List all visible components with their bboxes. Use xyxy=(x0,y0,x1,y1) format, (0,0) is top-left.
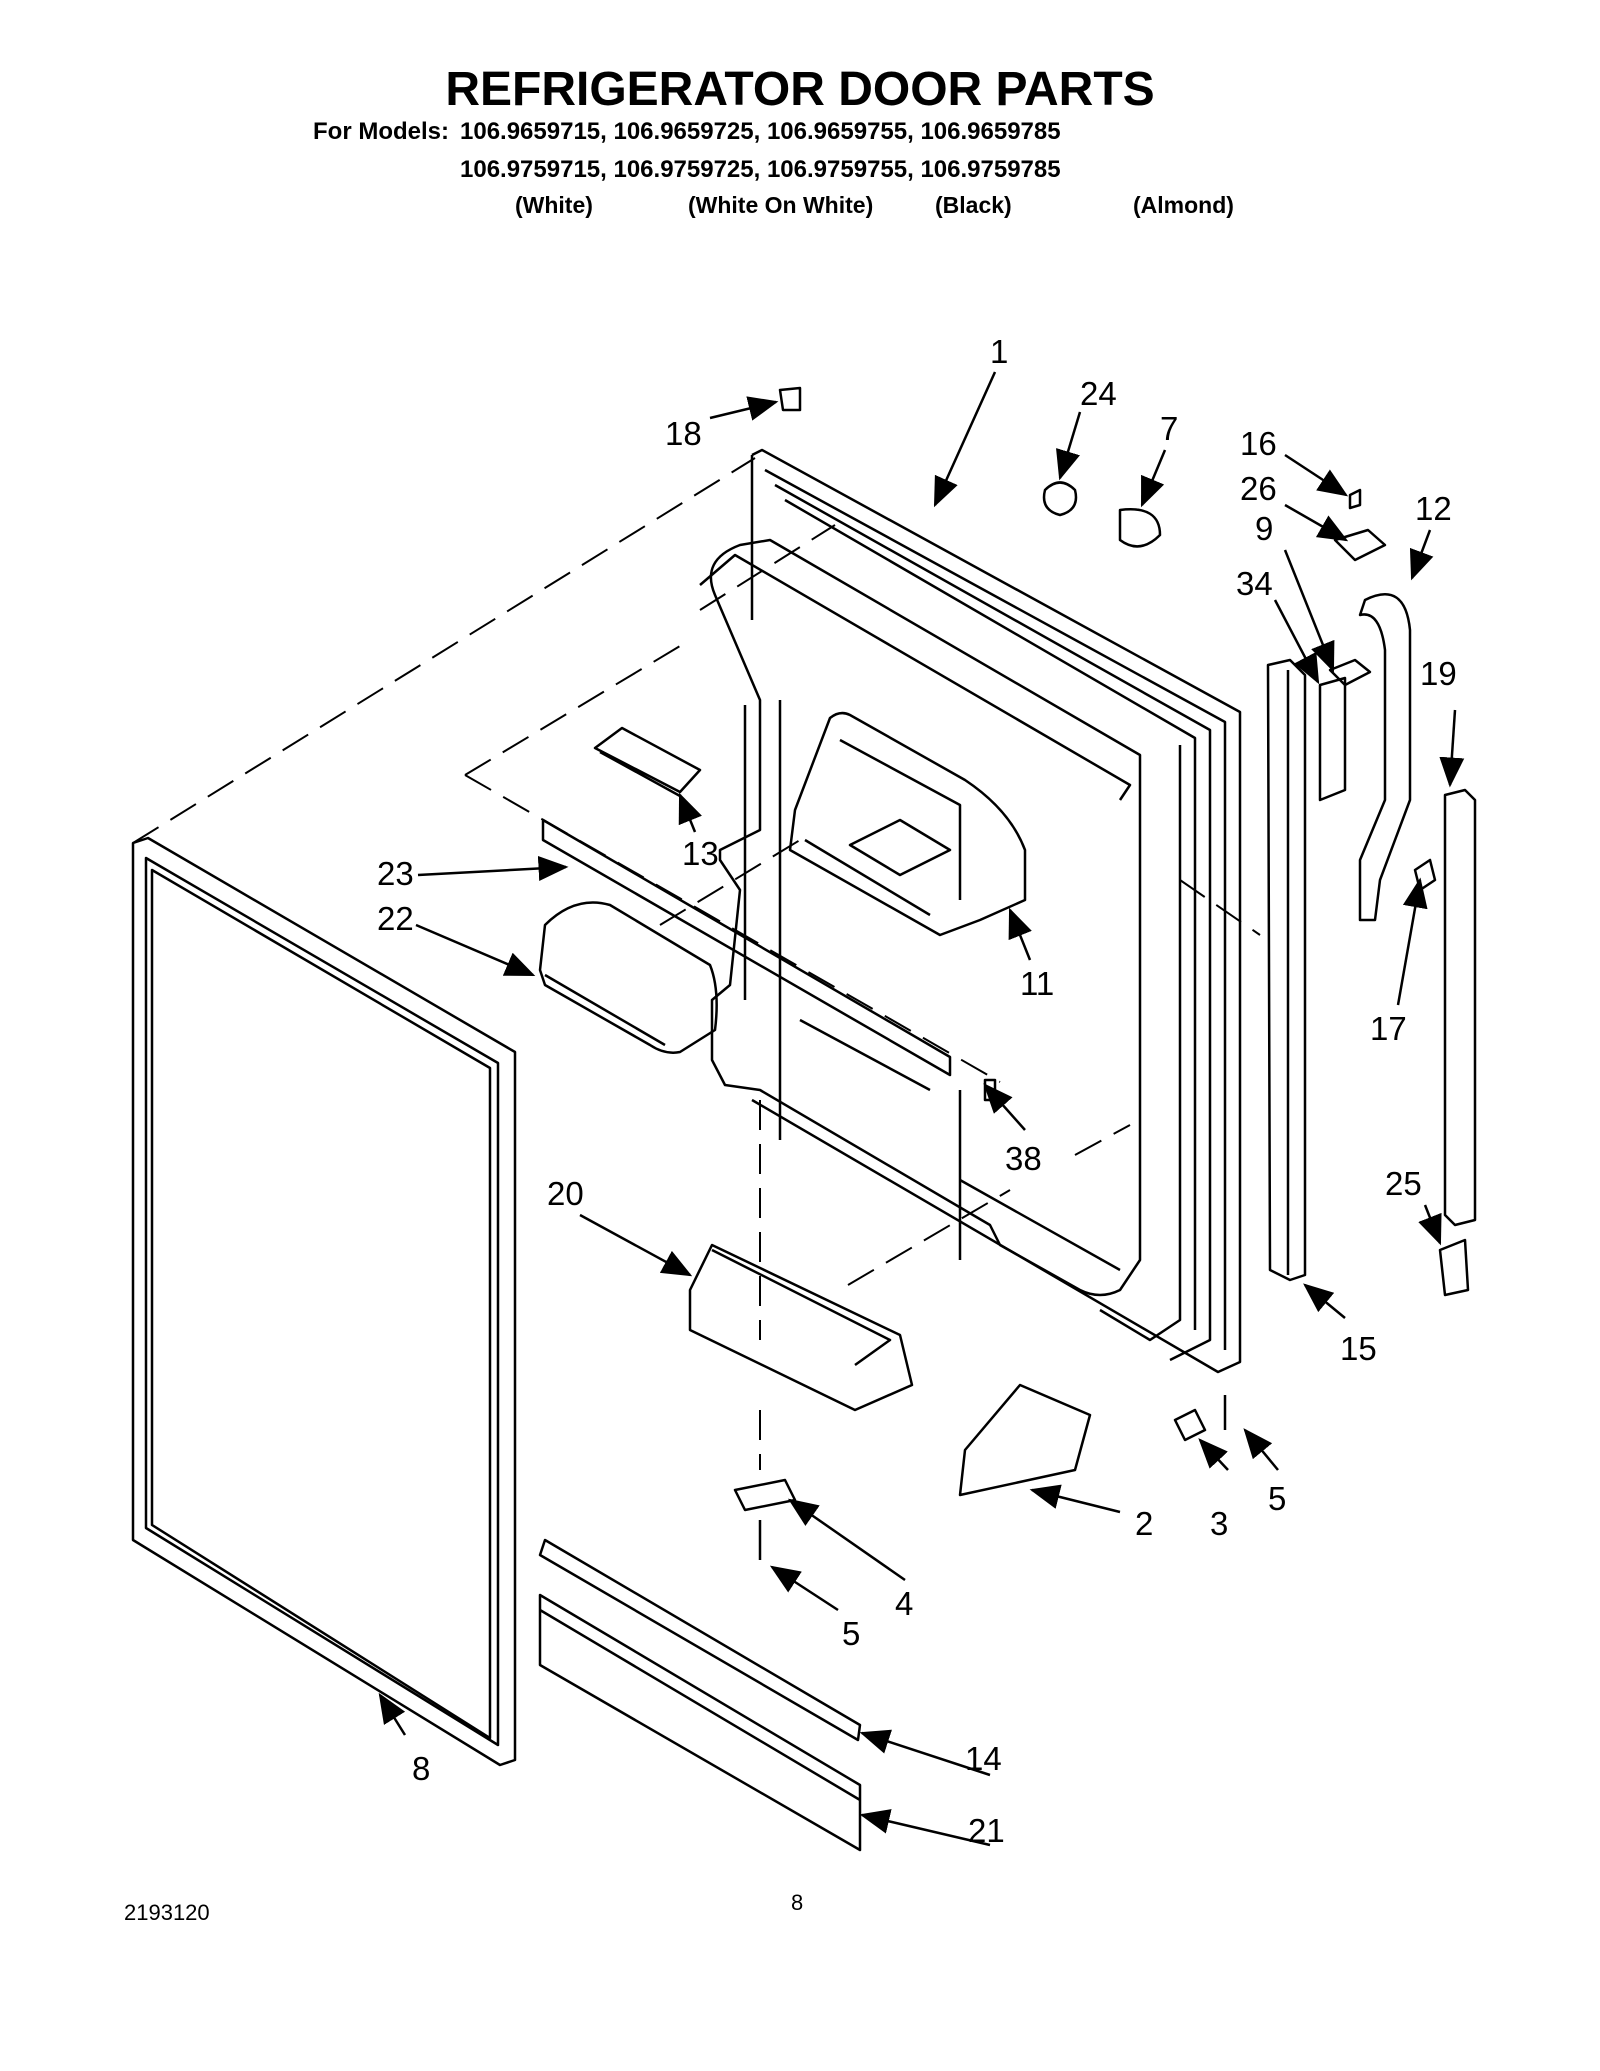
plug-part-24 xyxy=(1042,481,1078,517)
callout-34: 34 xyxy=(1236,565,1273,602)
color-white-on-white: (White On White) xyxy=(688,192,874,218)
callout-23: 23 xyxy=(377,855,414,892)
callout-5-bracket: 5 xyxy=(842,1615,860,1652)
callout-7: 7 xyxy=(1160,410,1178,447)
dairy-compartment-part-11 xyxy=(788,711,1027,937)
toe-grille-part-21 xyxy=(538,1593,862,1852)
assembly-guide-lines xyxy=(132,457,1261,1470)
callout-4: 4 xyxy=(895,1585,913,1622)
callout-12: 12 xyxy=(1415,490,1452,527)
shelf-bar-part-23 xyxy=(541,818,952,1077)
screw-part-18 xyxy=(778,386,802,412)
plug-part-7 xyxy=(1118,508,1162,548)
callout-1: 1 xyxy=(990,333,1008,370)
color-white: (White) xyxy=(515,192,593,218)
callout-5-hinge: 5 xyxy=(1268,1480,1286,1517)
hinge-cover-part-26 xyxy=(1333,528,1387,562)
handle-part-12 xyxy=(1358,593,1412,922)
door-gasket-part-8 xyxy=(131,836,517,1767)
tray-part-13 xyxy=(593,726,702,798)
trim-strip-part-19 xyxy=(1443,788,1477,1227)
page-title: REFRIGERATOR DOOR PARTS xyxy=(445,63,1155,116)
clip-part-25 xyxy=(1438,1238,1470,1297)
color-almond: (Almond) xyxy=(1133,192,1234,218)
callout-2: 2 xyxy=(1135,1505,1153,1542)
bracket-part-4 xyxy=(733,1478,797,1512)
callout-17: 17 xyxy=(1370,1010,1407,1047)
page-number: 8 xyxy=(791,1890,804,1915)
callout-leaders xyxy=(378,371,1465,1847)
callout-19: 19 xyxy=(1420,655,1457,692)
callout-14: 14 xyxy=(965,1740,1002,1777)
screw-part-16 xyxy=(1348,488,1362,510)
callout-21: 21 xyxy=(968,1812,1005,1849)
upper-shelf-rim xyxy=(699,553,1132,801)
hinge-part-3 xyxy=(1173,1408,1207,1442)
callout-8: 8 xyxy=(412,1750,430,1787)
door-panel-part-1 xyxy=(709,448,1242,1374)
callout-15: 15 xyxy=(1340,1330,1377,1367)
callout-18: 18 xyxy=(665,415,702,452)
callout-13: 13 xyxy=(682,835,719,872)
callout-3: 3 xyxy=(1210,1505,1228,1542)
cover-part-2 xyxy=(958,1383,1092,1497)
callout-20: 20 xyxy=(547,1175,584,1212)
callout-25: 25 xyxy=(1385,1165,1422,1202)
document-number: 2193120 xyxy=(124,1900,210,1925)
callout-22: 22 xyxy=(377,900,414,937)
shim-part-34 xyxy=(1318,676,1347,802)
trim-rod-part-14 xyxy=(538,1538,862,1742)
callout-9: 9 xyxy=(1255,510,1273,547)
callout-24: 24 xyxy=(1080,375,1117,412)
callout-16: 16 xyxy=(1240,425,1277,462)
callout-11: 11 xyxy=(1020,965,1054,1002)
model-row-2: 106.9759715, 106.9759725, 106.9759755, 1… xyxy=(460,156,1061,183)
bottle-bin-part-20 xyxy=(688,1243,914,1412)
callout-26: 26 xyxy=(1240,470,1277,507)
butter-compartment-part-22 xyxy=(538,901,718,1054)
model-row-1: 106.9659715, 106.9659725, 106.9659755, 1… xyxy=(460,118,1061,145)
callout-38: 38 xyxy=(1005,1140,1042,1177)
models-label: For Models: xyxy=(313,118,449,145)
channel-part-15 xyxy=(1266,658,1307,1282)
color-black: (Black) xyxy=(935,192,1012,218)
